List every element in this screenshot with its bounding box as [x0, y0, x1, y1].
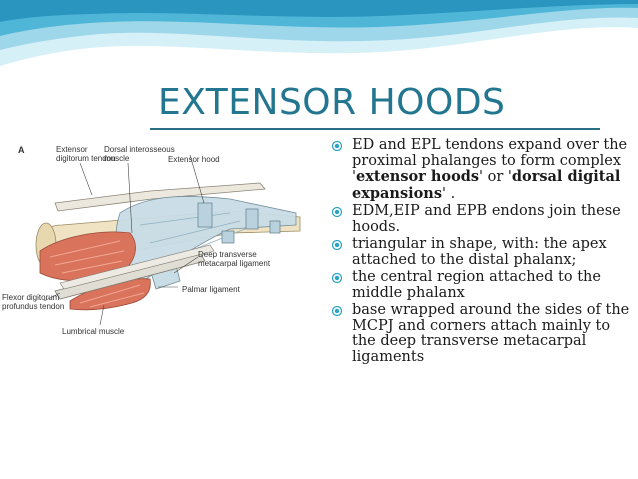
bullet-list: ED and EPL tendons expand over the proxi… — [330, 137, 630, 367]
title-underline — [150, 128, 600, 130]
header-wave-decoration — [0, 0, 638, 66]
bullet-text: the central region attached to the middl… — [352, 269, 601, 301]
text-run: ' . — [442, 185, 456, 202]
bullet-item: base wrapped around the sides of the MCP… — [330, 302, 630, 365]
text-run: the central region attached to the middl… — [352, 269, 601, 301]
bullet-item: ED and EPL tendons expand over the proxi… — [330, 137, 630, 202]
bullet-text: EDM,EIP and EPB endons join these hoods. — [352, 203, 621, 235]
bullet-item: EDM,EIP and EPB endons join these hoods. — [330, 203, 630, 235]
deep-transverse-ligament-label: Deep transverse metacarpal ligament — [198, 250, 271, 268]
bullet-item: the central region attached to the middl… — [330, 269, 630, 301]
extensor-digitorum-tendon-label: Extensor digitorum tendon — [56, 145, 116, 163]
text-run: base wrapped around the sides of the MCP… — [352, 302, 630, 365]
bold-term: extensor hoods — [356, 168, 480, 185]
lumbrical-muscle-label: Lumbrical muscle — [62, 327, 125, 336]
text-run: ED and EPL tendons expand over the proxi… — [352, 137, 628, 185]
dorsal-interosseous-label: Dorsal interosseous muscle — [104, 145, 175, 163]
finger-extensor-illustration — [35, 154, 301, 326]
bullet-text: ED and EPL tendons expand over the proxi… — [352, 137, 627, 202]
bullet-item: triangular in shape, with: the apex atta… — [330, 236, 630, 268]
text-run: triangular in shape, with: the apex atta… — [352, 236, 607, 268]
text-run: ' or ' — [479, 169, 512, 185]
bold-term: dorsal digital expansions — [352, 168, 621, 202]
text-run: EDM,EIP and EPB endons join these hoods. — [352, 203, 621, 235]
bullet-text: base wrapped around the sides of the MCP… — [352, 302, 629, 365]
palmar-ligament-label: Palmar ligament — [182, 285, 240, 294]
bullet-icon — [332, 306, 342, 316]
extensor-hood-label: Extensor hood — [168, 155, 220, 164]
bullet-icon — [332, 207, 342, 217]
bullet-icon — [332, 273, 342, 283]
flexor-digitorum-label: Flexor digitorum profundus tendon — [2, 293, 65, 311]
panel-letter-label: A — [18, 145, 25, 155]
bullet-icon — [332, 141, 342, 151]
bullet-text: triangular in shape, with: the apex atta… — [352, 236, 607, 268]
bullet-icon — [332, 240, 342, 250]
anatomy-figure: A Extensor digitorum tendon Dorsal inter… — [0, 133, 320, 353]
slide-title: EXTENSOR HOODS — [158, 82, 506, 123]
